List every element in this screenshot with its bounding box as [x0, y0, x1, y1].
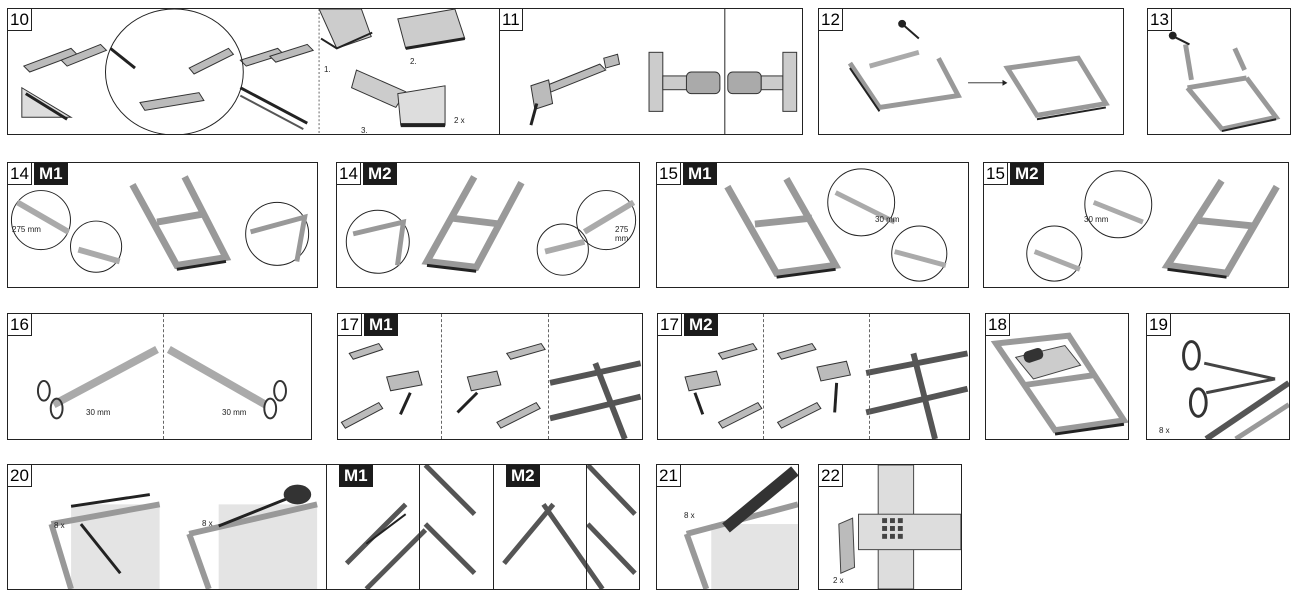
model-tag: M2	[363, 163, 397, 185]
step-number: 15	[657, 163, 681, 185]
model-tag-m2: M2	[506, 465, 540, 487]
step-15-m2-illustration	[1026, 170, 1280, 282]
model-tag: M1	[364, 314, 398, 336]
panel-divider	[493, 465, 494, 589]
step-11-illustration	[529, 9, 798, 134]
step-19-panel: 19 8 x	[1146, 313, 1290, 440]
step-10-illustration	[21, 9, 466, 134]
measure-caption: 275 mm	[12, 225, 41, 234]
count-caption: 2 x	[833, 576, 844, 585]
step-15-m1-illustration	[724, 168, 948, 282]
step-18-illustration	[990, 332, 1128, 436]
caption-2x: 2 x	[454, 116, 465, 125]
step-16-panel: 16 30 mm 30 mm	[7, 313, 312, 440]
count-caption: 8 x	[1159, 426, 1170, 435]
caption-1: 1.	[324, 65, 331, 74]
step-15-m2-panel: 15 M2 30 mm	[983, 162, 1289, 288]
model-tag: M1	[34, 163, 68, 185]
model-tag: M2	[684, 314, 718, 336]
step-number: 21	[657, 465, 681, 487]
step-16-illustration	[36, 345, 287, 420]
model-tag: M1	[683, 163, 717, 185]
count-caption: 8 x	[684, 511, 695, 520]
panel-divider	[869, 314, 870, 439]
panel-divider	[419, 465, 420, 589]
count-caption-2: 8 x	[202, 519, 213, 528]
step-17-m1-panel: 17 M1	[337, 313, 643, 440]
step-13-illustration	[1168, 31, 1281, 133]
model-tag-m1: M1	[339, 465, 373, 487]
step-20-panel: 20 M1 M2 8 x 8 x	[7, 464, 640, 590]
step-21-panel: 21 8 x	[656, 464, 799, 590]
step-number: 13	[1148, 9, 1172, 31]
measure-caption: 275 mm	[615, 225, 629, 243]
panel-divider	[763, 314, 764, 439]
panel-divider	[326, 465, 327, 589]
step-number: 22	[819, 465, 843, 487]
step-14-m1-illustration	[10, 175, 310, 273]
measure-caption-right: 30 mm	[222, 408, 247, 417]
step-number: 14	[337, 163, 361, 185]
measure-caption: 30 mm	[875, 215, 900, 224]
model-tag: M2	[1010, 163, 1044, 185]
measure-caption: 30 mm	[1084, 215, 1109, 224]
caption-3: 3.	[361, 126, 368, 135]
step-19-illustration	[1182, 340, 1289, 439]
step-number: 18	[986, 314, 1010, 336]
step-12-panel: 12	[818, 8, 1124, 135]
step-14-m1-panel: 14 M1 275 mm	[7, 162, 318, 288]
measure-caption-left: 30 mm	[86, 408, 111, 417]
step-21-illustration	[683, 466, 798, 589]
step-number: 17	[338, 314, 362, 336]
panel-divider	[163, 314, 164, 439]
step-number: 15	[984, 163, 1008, 185]
step-11-panel: 11	[499, 8, 803, 135]
step-number: 16	[8, 314, 32, 336]
step-13-panel: 13	[1147, 8, 1291, 135]
step-20-illustration	[48, 465, 637, 589]
step-number: 10	[8, 9, 32, 31]
step-17-m1-illustration	[340, 342, 642, 439]
step-15-m1-panel: 15 M1 30 mm	[656, 162, 969, 288]
step-22-panel: 22 2 x	[818, 464, 962, 590]
panel-divider	[548, 314, 549, 439]
caption-2: 2.	[410, 57, 417, 66]
step-18-panel: 18	[985, 313, 1129, 440]
step-number: 14	[8, 163, 32, 185]
step-17-m2-panel: 17 M2	[657, 313, 970, 440]
step-number: 17	[658, 314, 682, 336]
step-22-illustration	[838, 465, 961, 589]
step-14-m2-illustration	[345, 175, 637, 276]
step-number: 11	[500, 9, 523, 31]
panel-divider	[586, 465, 587, 589]
step-14-m2-panel: 14 M2 275 mm	[336, 162, 640, 288]
step-12-illustration	[847, 19, 1110, 121]
step-number: 12	[819, 9, 843, 31]
step-17-m2-illustration	[684, 342, 969, 439]
count-caption-1: 8 x	[54, 521, 65, 530]
panel-divider	[441, 314, 442, 439]
step-number: 20	[8, 465, 32, 487]
step-number: 19	[1147, 314, 1171, 336]
